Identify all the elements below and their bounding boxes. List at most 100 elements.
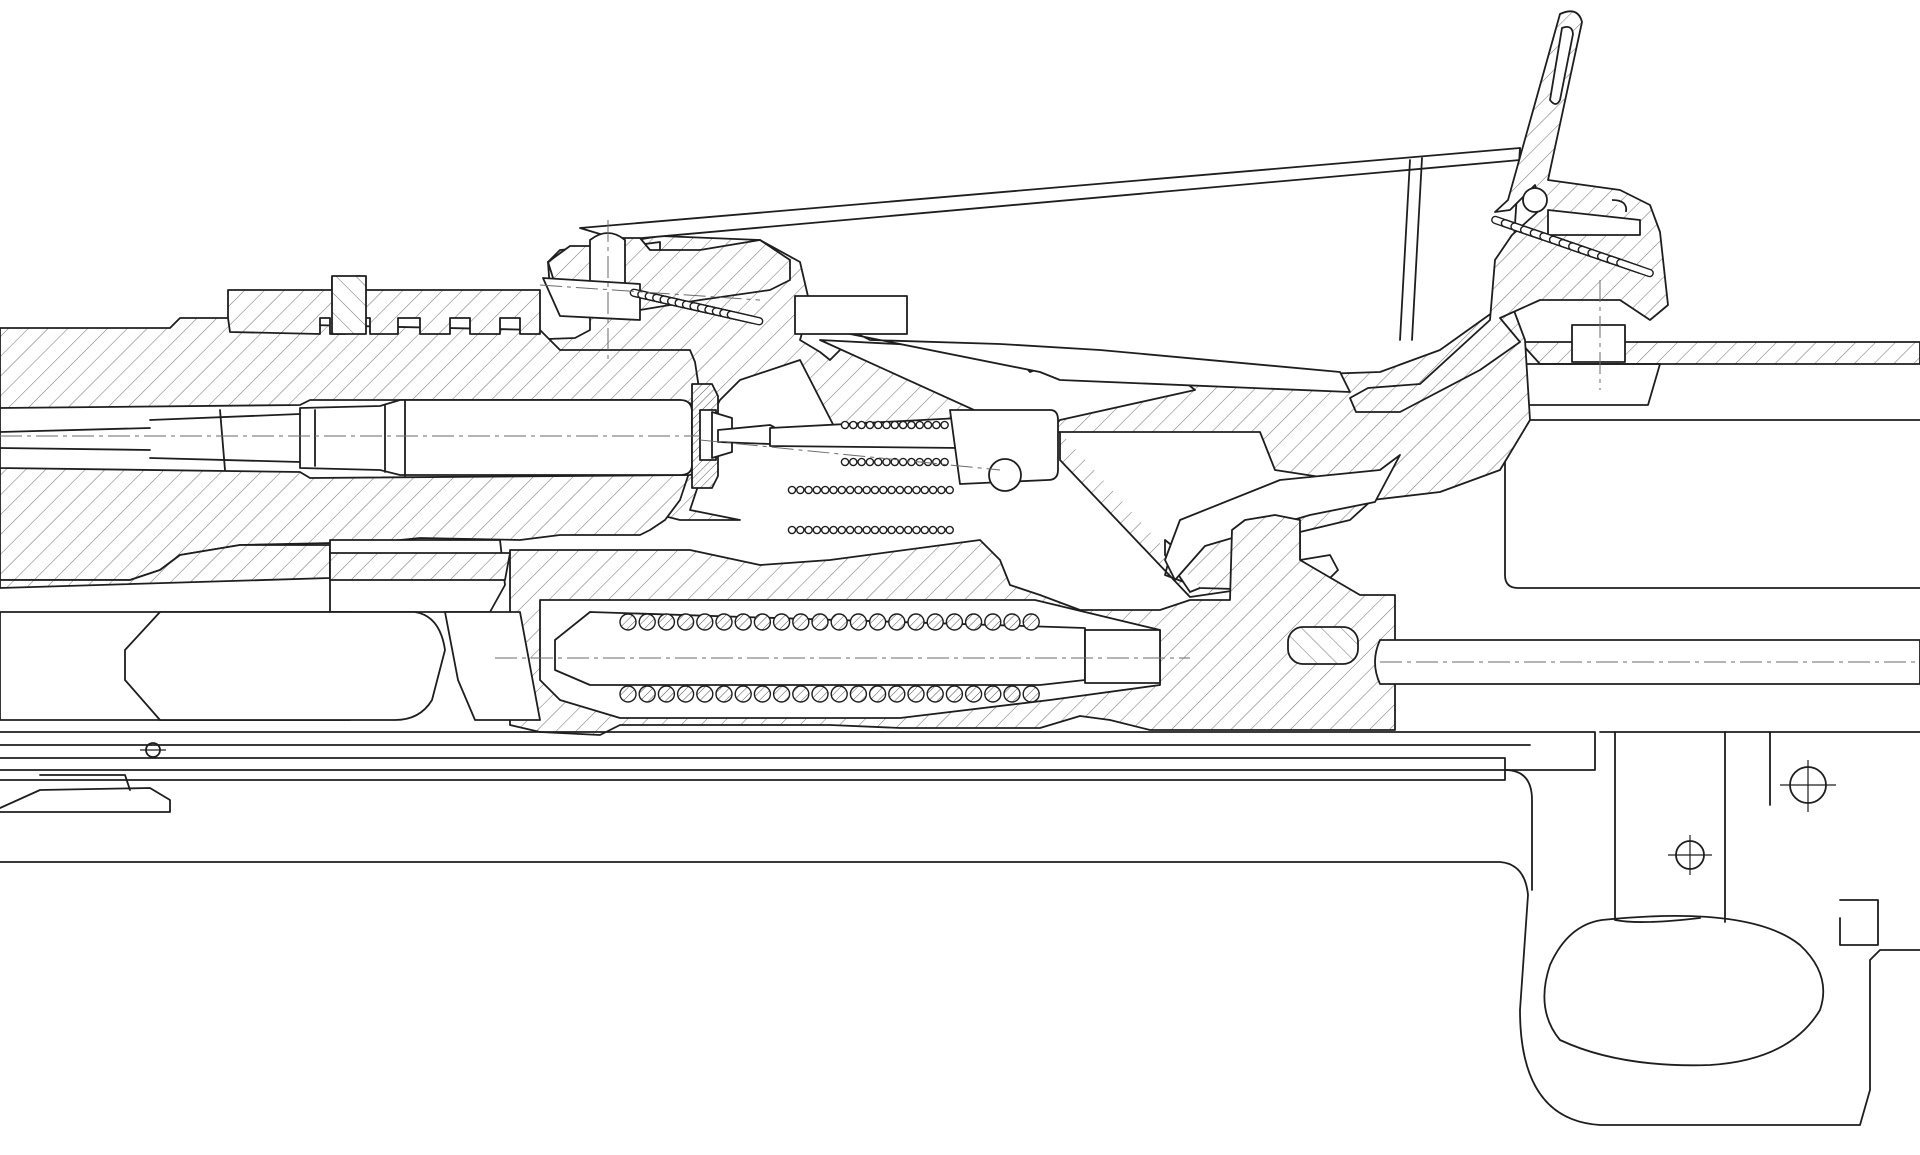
spring-coil xyxy=(912,525,921,535)
spring-coil xyxy=(1616,258,1654,278)
spring-coil xyxy=(928,525,938,535)
spring-coil xyxy=(657,613,676,631)
spring-coil xyxy=(887,485,896,495)
spring-coil xyxy=(734,613,752,631)
spring-coil xyxy=(715,613,733,631)
spring-coil xyxy=(792,613,810,631)
spring-coil xyxy=(676,613,695,631)
spring-coil xyxy=(845,525,855,535)
spring-coil xyxy=(898,457,908,467)
spring-coil xyxy=(857,420,866,430)
spring-coil xyxy=(923,420,933,430)
frame-pin-1-icon xyxy=(1780,760,1836,812)
spring-coil xyxy=(940,420,949,430)
spring-coil xyxy=(657,685,676,703)
spring-coil xyxy=(882,420,891,430)
spring-coil xyxy=(926,613,944,631)
spring-coil xyxy=(829,485,838,495)
spring-coil xyxy=(870,485,880,495)
spring-coil xyxy=(937,485,946,495)
spring-coil xyxy=(753,613,772,631)
spring-coil xyxy=(945,525,955,535)
spring-coil xyxy=(932,420,941,430)
spring-coil xyxy=(837,485,847,495)
spring-coil xyxy=(865,457,875,467)
spring-coil xyxy=(787,525,797,535)
spring-coil xyxy=(895,485,905,495)
spring-coil xyxy=(898,420,908,430)
spring-coil xyxy=(888,685,906,703)
spring-coil xyxy=(868,613,887,631)
spring-coil xyxy=(837,525,847,535)
cocking-lever xyxy=(1349,10,1669,413)
spring-coil xyxy=(796,485,805,495)
spring-coil xyxy=(945,613,964,631)
spring-coil xyxy=(923,457,933,467)
spring-coil xyxy=(903,525,913,535)
spring-coil xyxy=(638,685,656,703)
spring-coil xyxy=(984,685,1002,703)
spring-coil xyxy=(907,685,925,703)
spring-coil xyxy=(926,685,944,703)
receiver-top-rail xyxy=(1504,341,1920,589)
spring-coil xyxy=(812,485,822,495)
lower-receiver xyxy=(0,539,541,721)
spring-coil xyxy=(945,685,964,703)
spring-coil xyxy=(840,420,850,430)
spring-coil xyxy=(870,525,880,535)
firing-pin-spring-lower xyxy=(840,457,949,467)
spring-coil xyxy=(829,525,838,535)
spring-coil xyxy=(772,613,791,631)
pivot-pin-icon xyxy=(988,458,1022,492)
recoil-spring-lower xyxy=(619,685,1040,703)
spring-coil xyxy=(787,485,797,495)
frame-pin-2-icon xyxy=(1668,835,1712,875)
spring-coil xyxy=(811,613,829,631)
spring-coil xyxy=(1022,685,1040,703)
spring-coil xyxy=(849,420,858,430)
spring-coil xyxy=(928,485,938,495)
spring-coil xyxy=(887,525,896,535)
spring-coil xyxy=(912,485,921,495)
spring-coil xyxy=(734,685,752,703)
spring-coil xyxy=(772,685,791,703)
spring-coil xyxy=(964,685,983,703)
frame xyxy=(0,731,1920,1126)
spring-coil xyxy=(715,685,733,703)
spring-coil xyxy=(920,485,930,495)
spring-coil xyxy=(676,685,695,703)
barrel xyxy=(0,275,721,581)
springs xyxy=(619,215,1654,703)
spring-coil xyxy=(854,525,863,535)
spring-coil xyxy=(619,685,637,703)
spring-coil xyxy=(862,525,872,535)
spring-coil xyxy=(868,685,887,703)
spring-coil xyxy=(964,613,983,631)
spring-coil xyxy=(890,420,900,430)
spring-coil xyxy=(1003,685,1021,703)
spring-coil xyxy=(862,485,872,495)
sear-spring-upper xyxy=(787,485,955,495)
spring-coil xyxy=(882,457,891,467)
spring-coil xyxy=(820,525,830,535)
spring-coil xyxy=(890,457,900,467)
spring-coil xyxy=(873,457,883,467)
spring-coil xyxy=(726,310,764,326)
bolt-head xyxy=(691,383,779,489)
spring-coil xyxy=(696,685,714,703)
frame-pin-3-icon xyxy=(140,742,166,758)
firing-pin-spring-upper xyxy=(840,420,949,430)
spring-coil xyxy=(920,525,930,535)
spring-coil xyxy=(696,613,714,631)
spring-coil xyxy=(845,485,855,495)
spring-coil xyxy=(857,457,866,467)
latch-spring xyxy=(629,288,764,326)
spring-coil xyxy=(915,420,925,430)
spring-coil xyxy=(879,485,888,495)
spring-coil xyxy=(865,420,875,430)
spring-coil xyxy=(879,525,888,535)
spring-coil xyxy=(820,485,830,495)
spring-coil xyxy=(811,685,829,703)
spring-coil xyxy=(895,525,905,535)
